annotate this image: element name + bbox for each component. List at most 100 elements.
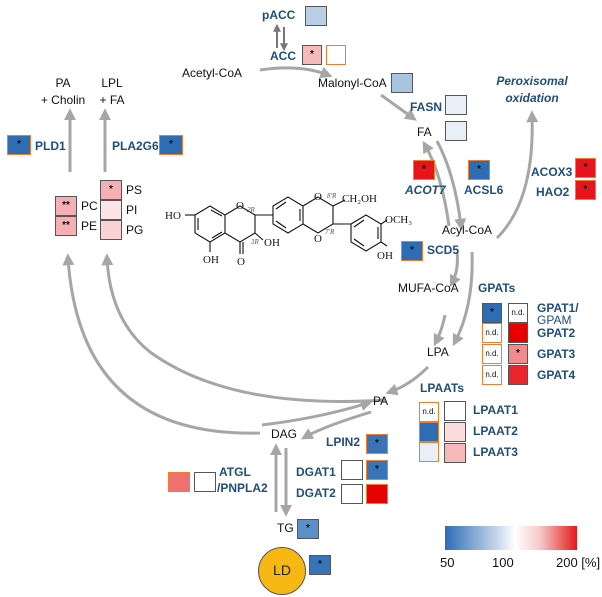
mol-och3: OCH₃ — [385, 214, 412, 226]
cell-hao2: * — [575, 180, 596, 200]
gene-group-gpats: GPATs — [478, 281, 516, 295]
arrow-pa-to-ps-pi-pg — [101, 253, 386, 403]
mol-o-keto: O — [237, 256, 245, 268]
cholin-label: + Cholin — [40, 93, 86, 107]
gene-pld1: PLD1 — [35, 139, 66, 153]
cell-dgat1-a — [341, 460, 363, 480]
metabolite-lpa: LPA — [427, 345, 449, 359]
cell-acc-2 — [326, 45, 346, 65]
cell-gpat4-b — [508, 365, 528, 385]
metabolite-pa-label: PA — [55, 76, 71, 90]
mol-ch2oh: CH₂OH — [342, 193, 377, 205]
mol-stereo-3r: 3R — [250, 238, 260, 246]
metabolite-lpl-label: LPL — [101, 76, 123, 90]
arrow-dag-to-pc-pe — [62, 253, 261, 435]
arrow-lpa-to-pa — [385, 365, 430, 396]
gene-gpat3: GPAT3 — [537, 347, 576, 361]
cell-dgat2-b — [366, 484, 388, 504]
gene-pla2g6: PLA2G6 — [112, 139, 159, 153]
cell-pc: ** — [55, 196, 77, 216]
legend-color-scale — [445, 526, 577, 550]
cell-atgl-a — [168, 472, 190, 492]
mol-oh-3r: OH — [264, 237, 280, 249]
metabolite-lpl-fa: LPL + FA — [92, 76, 132, 107]
arrow-pa-to-dag — [300, 410, 372, 440]
peroxisomal-label: Peroxisomal — [496, 74, 568, 88]
cell-scd5: * — [401, 241, 423, 261]
cell-fasn — [445, 95, 467, 115]
metabolite-dag: DAG — [271, 427, 298, 441]
legend-min-label: 50 — [440, 555, 455, 570]
gene-hao2: HAO2 — [536, 185, 570, 199]
cell-gpat4-a: n.d. — [482, 365, 502, 385]
mol-stereo-7r: 7′R — [325, 228, 335, 236]
arrow-acyl-to-lpa — [452, 251, 474, 347]
gene-acc: ACC — [270, 49, 296, 63]
peroxisomal-oxidation: Peroxisomal oxidation — [492, 74, 572, 105]
gene-dgat2: DGAT2 — [296, 486, 336, 500]
mol-ho-left: HO — [165, 210, 181, 222]
mol-o1: O — [236, 200, 244, 212]
cell-acc-1: * — [302, 45, 322, 65]
mol-stereo-2r: 2R — [247, 206, 256, 214]
gene-pnpla2: /PNPLA2 — [217, 481, 268, 495]
lipid-pg: PG — [126, 223, 144, 237]
ld-label: LD — [273, 562, 291, 578]
arrow-fa-to-acyl — [435, 140, 467, 231]
gene-acsl6: ACSL6 — [464, 183, 504, 197]
cell-gpat1-a: * — [482, 303, 502, 323]
lipid-droplet: LD — [258, 547, 306, 595]
legend-max-label: 200 [%] — [556, 555, 601, 570]
mol-oh-right: OH — [377, 250, 393, 262]
cell-lpaat3-b — [444, 443, 466, 463]
gene-gpat1: GPAT1/ — [537, 301, 579, 315]
gene-scd5: SCD5 — [427, 243, 460, 257]
cell-pla2g6: * — [159, 135, 183, 155]
chemical-structure: HO OH O OH O O O CH₂OH OCH₃ OH 2R 3R 8′R… — [165, 191, 412, 268]
cell-malonyl-coa — [391, 73, 413, 93]
cell-lpaat1-a: n.d. — [419, 402, 439, 422]
cell-fa — [445, 121, 467, 141]
cell-gpat2-a: n.d. — [482, 323, 502, 343]
metabolite-pa-cholin: PA + Cholin — [38, 76, 88, 107]
cell-acox3: * — [575, 158, 596, 178]
lipid-ps: PS — [126, 183, 143, 197]
metabolite-acetyl-coa: Acetyl-CoA — [182, 66, 243, 80]
mol-stereo-8r: 8′R — [327, 192, 337, 200]
cell-pld1: * — [7, 135, 31, 155]
gene-acox3: ACOX3 — [531, 165, 573, 179]
metabolite-mufa-coa: MUFA-CoA — [398, 281, 459, 295]
metabolite-acyl-coa: Acyl-CoA — [442, 223, 493, 237]
gene-gpat2: GPAT2 — [537, 326, 576, 340]
gene-pacc: pACC — [262, 8, 296, 22]
mol-o3: O — [314, 233, 322, 245]
cell-pi — [100, 200, 122, 220]
mol-oh-bottom: OH — [203, 254, 219, 266]
metabolite-fa: FA — [417, 125, 432, 139]
cell-lpaat3-a — [419, 442, 439, 462]
fa-label: + FA — [99, 93, 125, 107]
arrow-mufa-to-lpa — [433, 314, 447, 347]
gene-dgat1: DGAT1 — [296, 465, 336, 479]
cell-acsl6: * — [468, 160, 490, 180]
gene-acot7: ACOT7 — [405, 183, 446, 197]
metabolite-malonyl-coa: Malonyl-CoA — [318, 76, 387, 90]
arrow-acyl-to-mufa — [449, 251, 461, 288]
lipid-pe: PE — [81, 219, 98, 233]
cell-lpaat1-b — [444, 401, 466, 421]
arrow-malonyl-to-fa — [380, 93, 417, 121]
cell-gpat3-b: * — [508, 344, 528, 364]
cell-dgat2-a — [341, 484, 363, 504]
cell-gpat2-b — [508, 323, 528, 343]
arrow-acyl-to-peroxisomal — [495, 110, 539, 240]
gene-lpaat1: LPAAT1 — [473, 403, 518, 417]
cell-lpin2: * — [366, 434, 388, 454]
cell-ld: * — [309, 555, 331, 575]
cell-gpat1-b: n.d. — [508, 303, 528, 323]
gene-atgl: ATGL — [219, 465, 251, 479]
cell-lpaat2-a — [419, 422, 439, 442]
oxidation-label: oxidation — [505, 91, 559, 105]
gene-group-lpaats: LPAATs — [420, 381, 464, 395]
cell-pacc — [305, 6, 327, 26]
